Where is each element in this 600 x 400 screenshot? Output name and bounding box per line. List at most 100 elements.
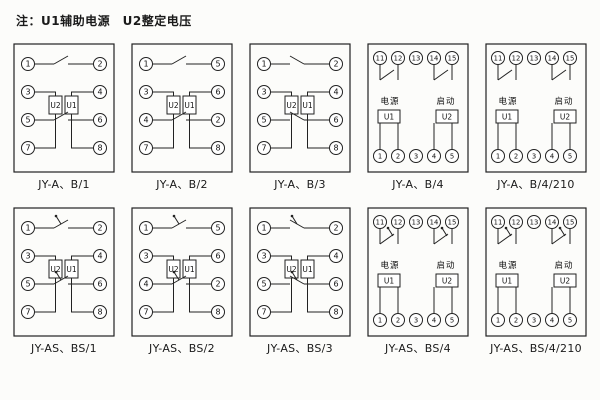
wire [189,114,212,149]
terminal [527,51,541,65]
terminal-number: 4 [97,252,102,261]
terminal [257,277,271,291]
terminal-number: 2 [396,317,400,325]
terminal-number: 1 [25,224,30,233]
terminal-number: 5 [215,60,220,69]
u2-box-label: U2 [560,276,570,285]
terminal [563,51,577,65]
u1-box-label: U1 [384,112,394,121]
signal-flag [505,227,512,237]
terminal-number: 3 [414,153,418,161]
terminal-number: 5 [568,317,572,325]
terminal-number: 7 [261,308,266,317]
diagram-label: JY-AS、BS/2 [149,342,215,355]
diagram-frame [367,207,469,337]
terminal-number: 7 [143,144,148,153]
terminal-number: 1 [143,60,148,69]
terminal [211,305,225,319]
terminal-number: 12 [512,55,521,63]
terminal [93,85,107,99]
signal-flag-dot [558,226,562,230]
terminal [21,277,35,291]
terminal [391,51,405,65]
contact-slash [551,69,567,81]
signal-flag [387,227,394,237]
terminal [563,149,577,163]
terminal-number: 13 [412,219,421,227]
u1-box [495,273,519,288]
terminal [93,277,107,291]
terminal-number: 1 [261,224,266,233]
terminal-number: 8 [333,144,338,153]
u2-box-label: U2 [168,101,178,110]
u2-box [553,273,577,288]
terminal-number: 14 [548,55,557,63]
terminal [445,215,459,229]
signal-flag [291,271,298,281]
power-label: 电源 [380,96,399,107]
u2-box-label: U2 [286,265,296,274]
terminal [509,51,523,65]
terminal-number: 1 [496,153,500,161]
terminal-number: 5 [261,116,266,125]
contact-slash [551,233,567,245]
terminal-number: 12 [512,219,521,227]
wire [270,91,292,96]
terminal [21,141,35,155]
terminal-number: 15 [566,55,575,63]
signal-flag [441,227,448,237]
diagram-label: JY-A、B/4/210 [497,178,575,191]
diagram-label: JY-A、B/1 [38,178,90,191]
terminal [257,113,271,127]
wire [189,255,212,260]
terminal-number: 5 [568,153,572,161]
terminal [211,141,225,155]
terminal-number: 4 [97,88,102,97]
terminal-number: 4 [143,280,148,289]
signal-flag [559,227,566,237]
terminal [21,249,35,263]
u2-box [553,109,577,124]
terminal [527,313,541,327]
terminal [211,85,225,99]
terminal-number: 4 [143,116,148,125]
contact-slash [379,69,395,81]
terminal-number: 3 [143,252,148,261]
terminal [257,249,271,263]
terminal-number: 1 [496,317,500,325]
terminal [139,141,153,155]
u1-box [377,109,401,124]
terminal-number: 3 [532,317,536,325]
terminal [427,51,441,65]
contact-slash [497,69,513,81]
terminal [21,85,35,99]
terminal-number: 6 [215,252,220,261]
terminal [409,313,423,327]
terminal-number: 8 [97,308,102,317]
contact-slash [53,55,69,65]
terminal [139,277,153,291]
terminal [329,249,343,263]
terminal [21,221,35,235]
terminal-number: 1 [25,60,30,69]
contact-slash [289,111,305,121]
wire [71,91,94,96]
terminal-number: 3 [25,252,30,261]
contact-slash [171,55,187,65]
terminal [427,313,441,327]
terminal-number: 4 [550,153,554,161]
terminal [527,149,541,163]
diagram-label: JY-A、B/4 [392,178,444,191]
contact-slash [497,233,513,245]
wire [307,278,330,313]
signal-flag-dot [290,270,294,274]
u1-box-label: U1 [302,101,312,110]
terminal-number: 7 [25,144,30,153]
diagram-frame [485,207,587,337]
